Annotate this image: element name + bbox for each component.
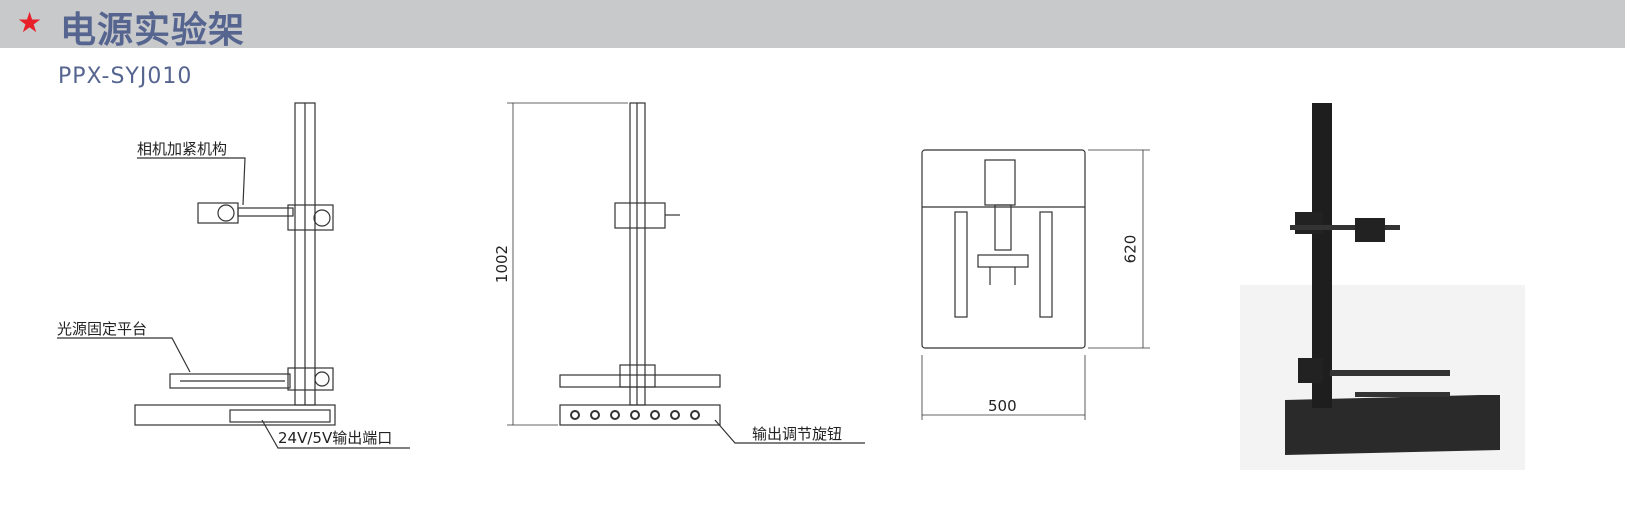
top-view-drawing: [921, 149, 1150, 420]
front-view-drawing: [507, 102, 865, 444]
height-dimension: 1002: [493, 244, 512, 284]
header-bar: ★ 电源实验架: [0, 0, 1625, 51]
side-view-drawing: [57, 102, 410, 449]
model-number: PPX-SYJ010: [58, 64, 193, 89]
label-output-port: 24V/5V输出端口: [278, 429, 393, 447]
label-adjust-knob: 输出调节旋钮: [752, 425, 843, 443]
product-photo: [1240, 103, 1525, 470]
label-camera-clamp: 相机加紧机构: [137, 140, 228, 158]
label-light-platform: 光源固定平台: [57, 320, 148, 338]
width-dimension: 500: [988, 397, 1017, 415]
depth-dimension: 620: [1121, 234, 1140, 264]
page-title: 电源实验架: [60, 10, 246, 51]
star-icon: ★: [17, 6, 43, 39]
